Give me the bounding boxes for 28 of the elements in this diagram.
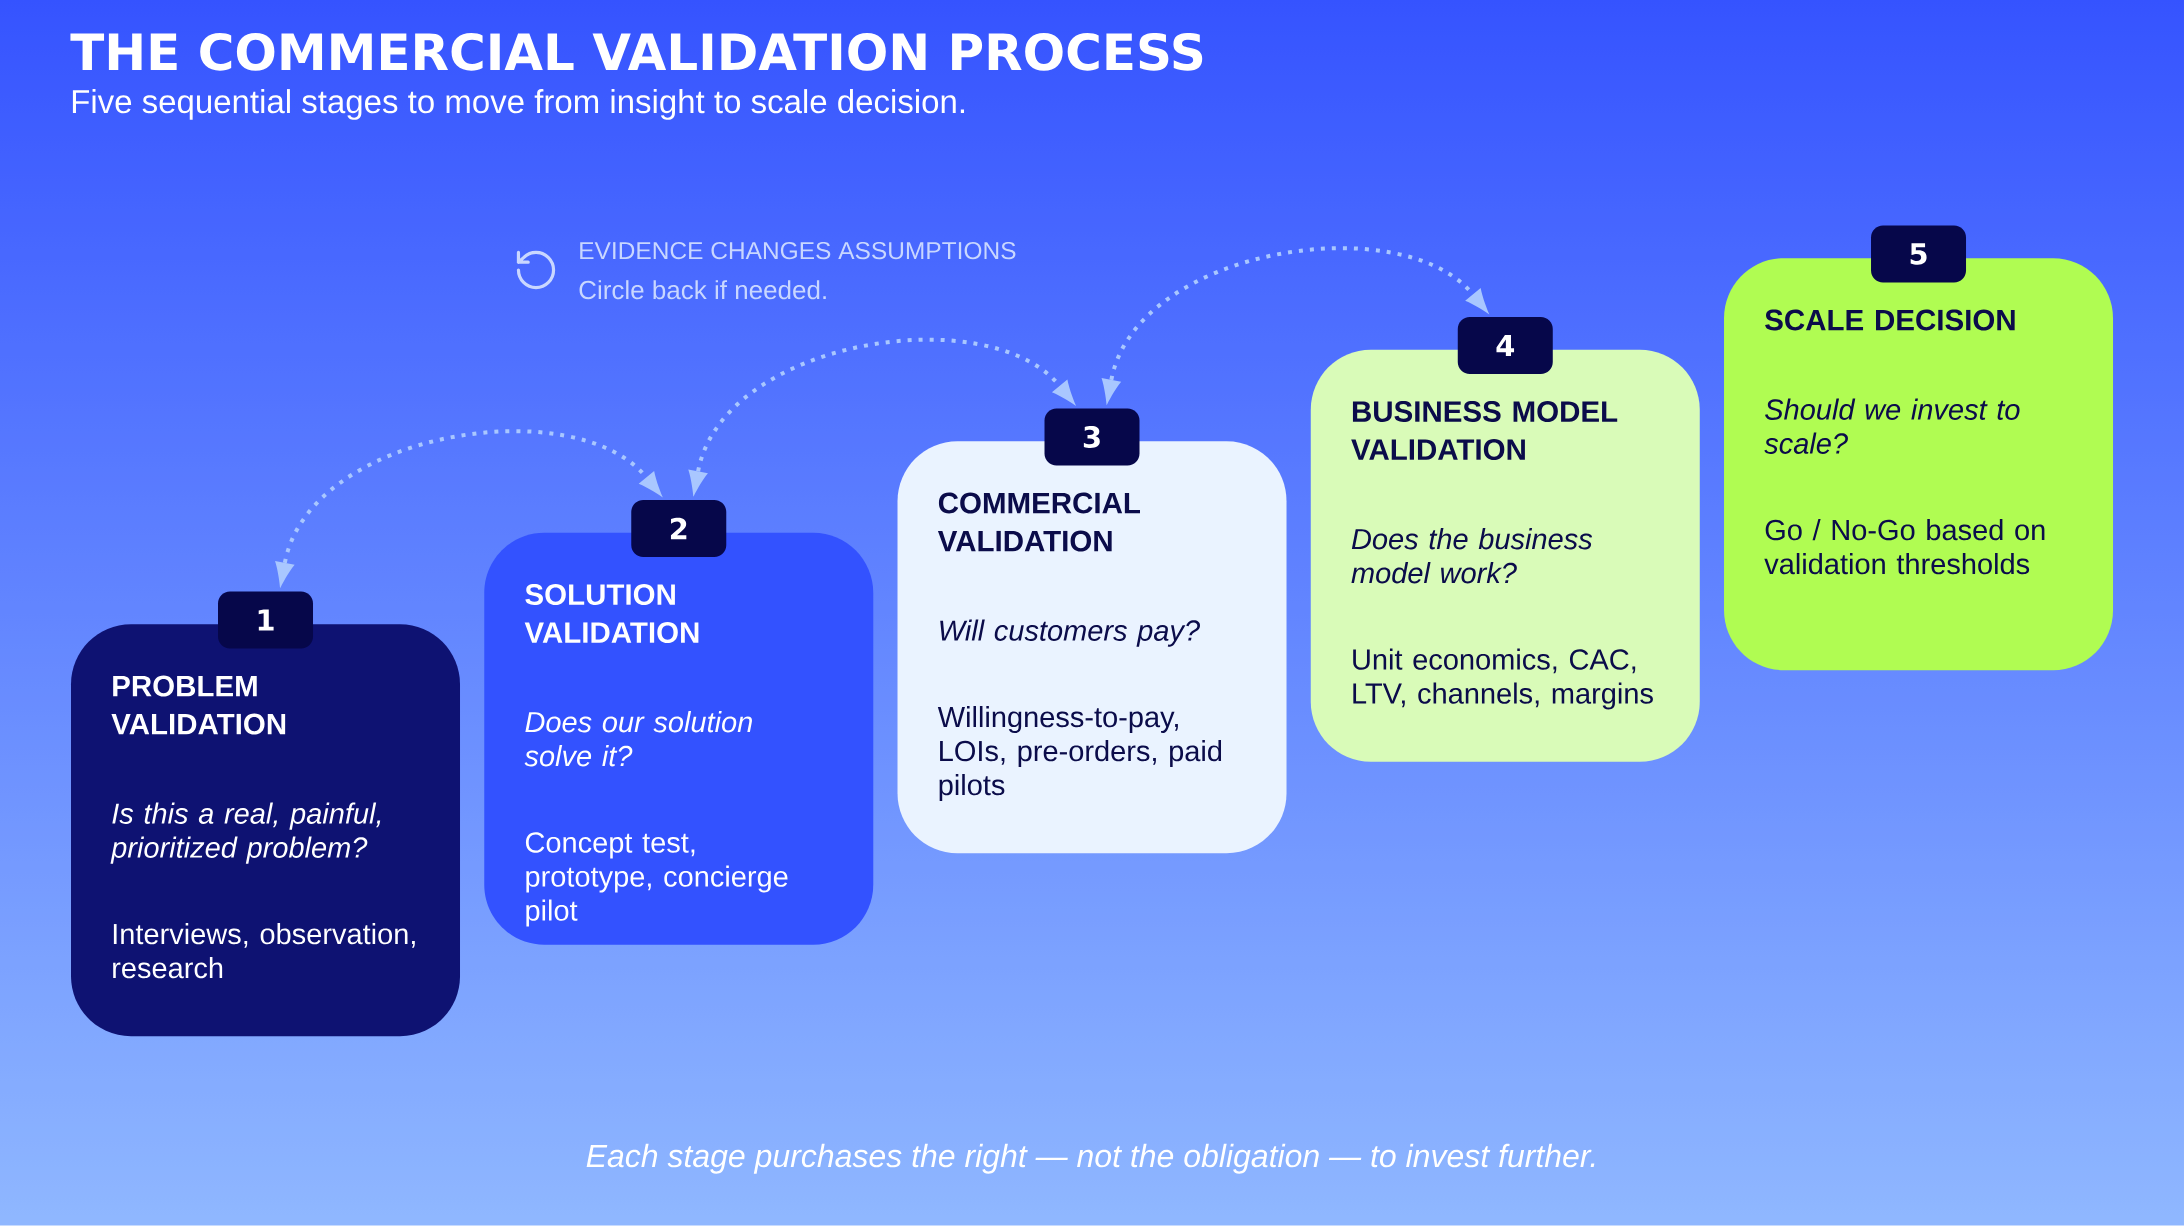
caption: Each stage purchases the right — not the obligation — to invest further. — [586, 1143, 1595, 1174]
number-badge: 3 — [1044, 408, 1140, 466]
number-badge: 5 — [1871, 225, 1966, 283]
stage-details: Interviews, observation, research — [113, 923, 415, 979]
stage-question: Does our solution solve it? — [524, 711, 752, 767]
number-badge: 1 — [218, 591, 313, 649]
stage-details: Willingness-to-pay, LOIs, pre-orders, paid pilots — [937, 706, 1222, 802]
stage-title: PROBLEM VALIDATION — [111, 675, 286, 735]
dotted-arrow — [688, 337, 1077, 497]
note-heading: EVIDENCE CHANGES ASSUMPTIONS — [580, 241, 1016, 260]
title: THE COMMERCIAL VALIDATION PROCESS — [70, 32, 1203, 71]
stage-details: Concept test, prototype, concierge pilot — [525, 832, 788, 927]
stage-title: COMMERCIAL VALIDATION — [937, 492, 1140, 552]
stage-question: Is this a real, painful, prioritized problem? — [110, 802, 381, 864]
stage-details: Unit economics, CAC, LTV, channels, margins — [1353, 648, 1653, 710]
stage-question: Will customers pay? — [940, 619, 1200, 647]
number-badge: 2 — [631, 500, 727, 557]
dotted-arrow — [1101, 246, 1490, 406]
dotted-arrow — [275, 429, 663, 589]
note-text: Circle back if needed. — [579, 280, 826, 300]
number-badge: 4 — [1457, 317, 1553, 374]
stage-question: Does the business model work? — [1351, 528, 1593, 584]
stage-details: Go / No-Go based on validation thresholds — [1764, 519, 2045, 575]
stage-question: Should we invest to scale? — [1764, 398, 2020, 454]
stage-title: SCALE DECISION — [1765, 309, 2015, 331]
stage-title: BUSINESS MODEL VALIDATION — [1351, 401, 1618, 460]
subtitle: Five sequential stages to move from insight to scale decision. — [72, 89, 964, 120]
stage-title: SOLUTION VALIDATION — [524, 584, 699, 643]
